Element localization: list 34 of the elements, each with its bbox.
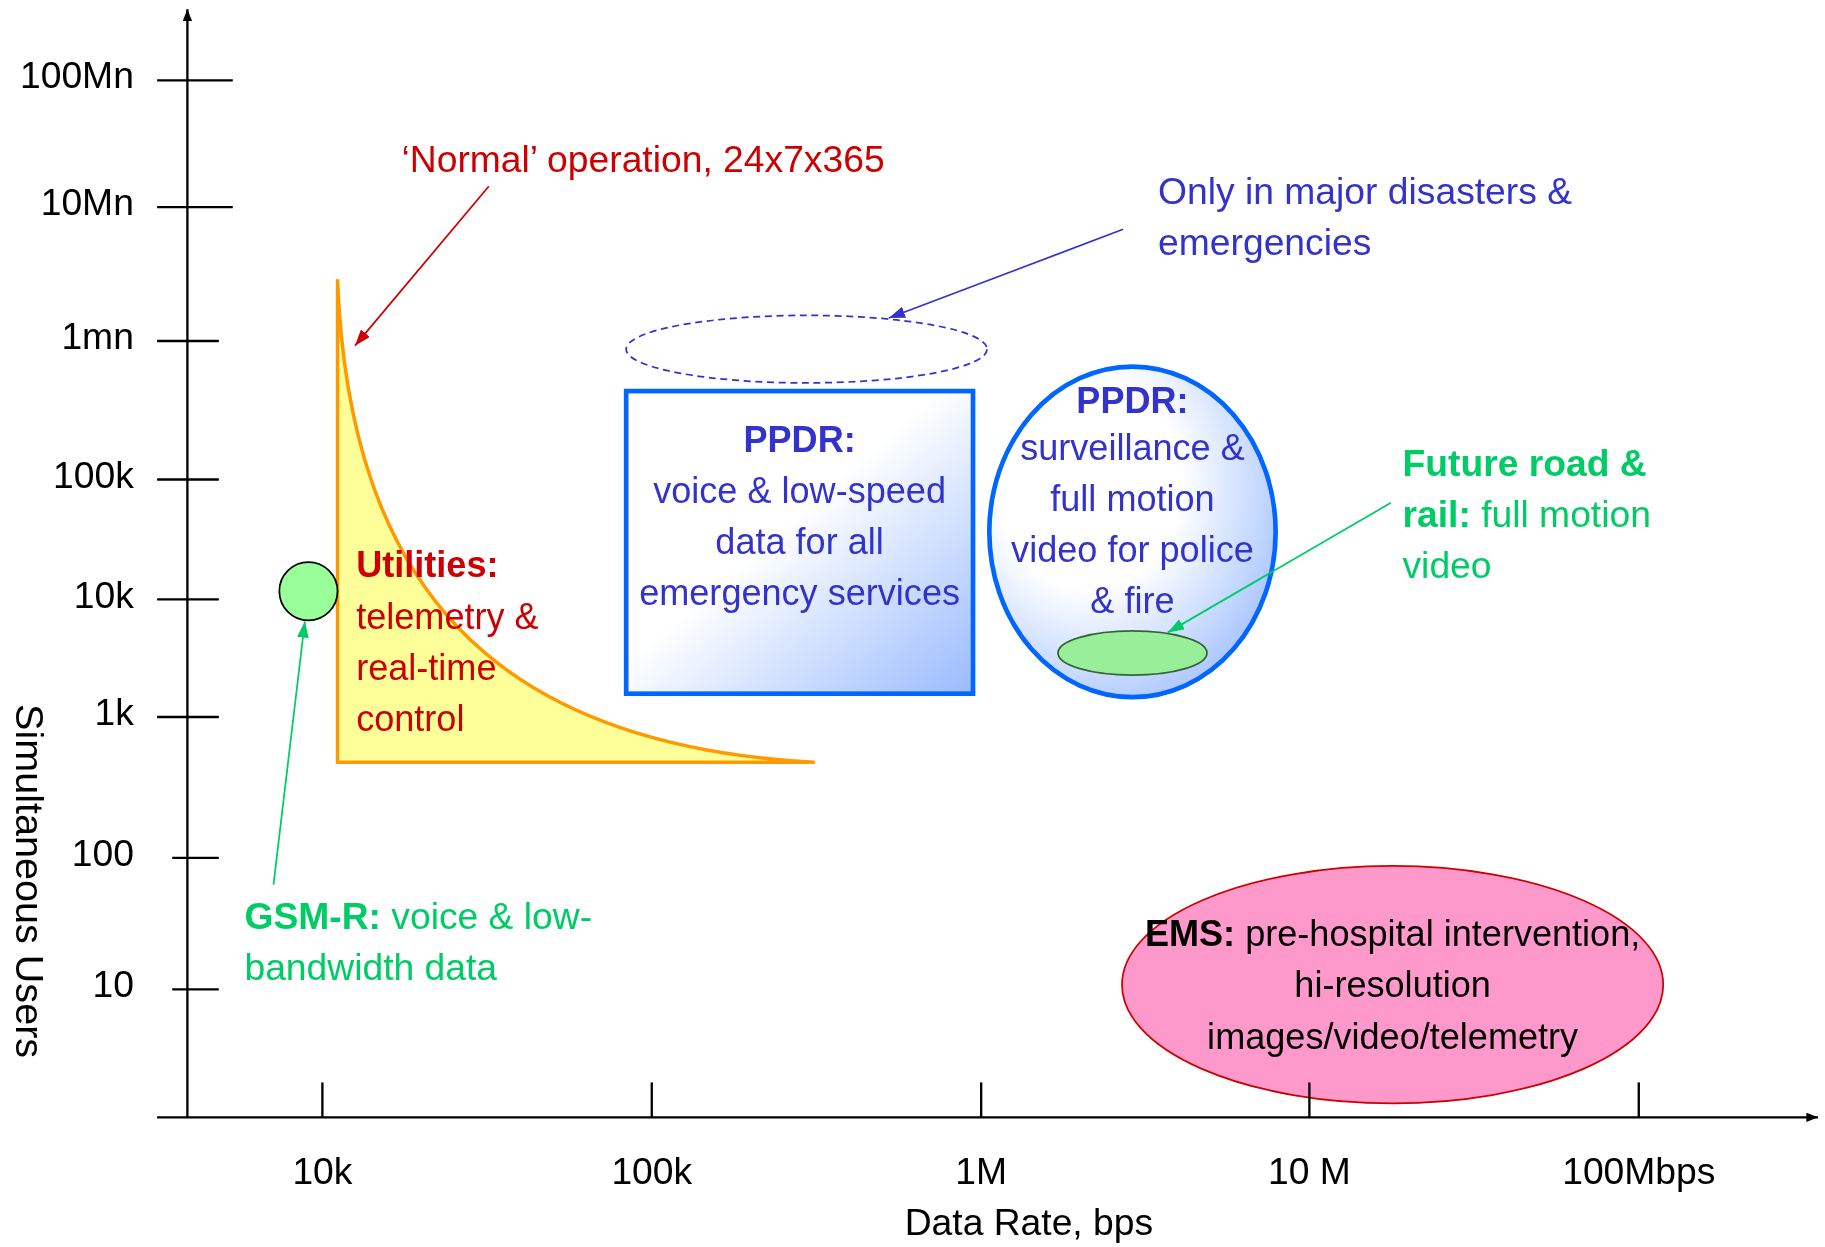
axis-title: Simultaneous Users: [6, 704, 52, 1059]
tick-label: 10: [92, 963, 134, 1007]
tick-label: 10k: [73, 573, 134, 617]
arrow: [1167, 501, 1392, 634]
region-label: PPDR:: [742, 418, 857, 462]
circle-marker: [278, 561, 339, 622]
dashed-ellipse: [625, 314, 989, 385]
tick-label: 10k: [292, 1149, 353, 1193]
tick-label: 100Mn: [19, 54, 134, 98]
region-label: PPDR:: [1075, 379, 1190, 424]
annotation-text: Only in major disasters & emergencies: [1158, 165, 1659, 270]
arrow: [354, 185, 490, 347]
tick-label: 100k: [611, 1149, 693, 1193]
annotation-text: Future road & rail: full motion video: [1402, 437, 1671, 592]
annotation-text: ‘Normal’ operation, 24x7x365: [401, 133, 972, 188]
axis-title: Data Rate, bps: [904, 1201, 1154, 1245]
tick-label: 1M: [955, 1149, 1008, 1193]
ellipse-region: [987, 364, 1278, 700]
tick-label: 100k: [53, 453, 134, 497]
tick-label: 100Mbps: [1562, 1149, 1716, 1193]
region-label: surveillance & full motion video for police & fire: [1010, 426, 1255, 624]
tick-label: 10 M: [1268, 1149, 1351, 1193]
tick-label: 100: [71, 832, 134, 876]
annotation-text: GSM-R: voice & low-bandwidth data: [244, 890, 641, 996]
arrow: [272, 620, 309, 886]
inner-ellipse: [1056, 629, 1209, 677]
ellipse-region: [1120, 864, 1665, 1105]
arrow: [887, 228, 1125, 319]
region-label: EMS: pre-hospital intervention, hi-resolution images/video/telemetry: [1143, 912, 1642, 1059]
tick-label: 1k: [94, 691, 134, 735]
region-box: [623, 388, 976, 696]
tick-label: 1mn: [61, 315, 134, 359]
region-label: voice & low-speed data for all emergency services: [638, 469, 961, 616]
tick-label: 10Mn: [40, 181, 134, 225]
